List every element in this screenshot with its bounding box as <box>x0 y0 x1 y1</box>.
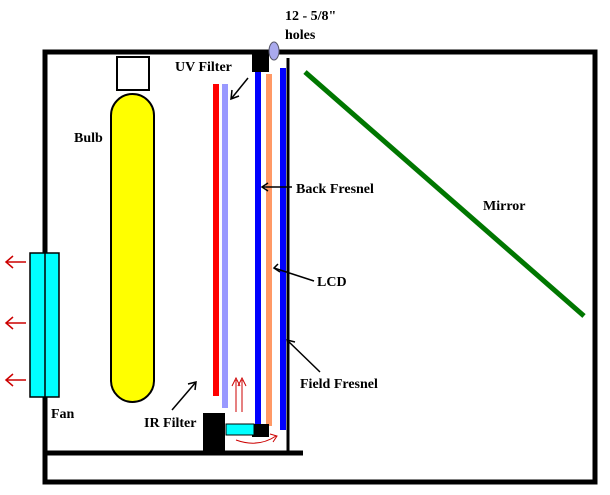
airflow-arrows <box>4 255 26 387</box>
top-mount-block <box>252 53 269 72</box>
arrow-up-icon <box>237 376 247 412</box>
ir-filter <box>213 84 219 396</box>
mirror-label: Mirror <box>483 199 526 214</box>
lcd-label: LCD <box>317 275 347 290</box>
heat-arrows <box>231 376 247 412</box>
bulb-label: Bulb <box>74 131 103 146</box>
holes-label-line2: holes <box>285 28 316 43</box>
field-fresnel-label: Field Fresnel <box>300 377 378 392</box>
hole-marker <box>268 41 280 61</box>
fan-label: Fan <box>51 407 75 422</box>
arrow-left-icon <box>4 316 26 330</box>
bottom-mount-block <box>252 424 269 437</box>
arrow-left-icon <box>4 373 26 387</box>
lcd-panel <box>266 74 272 426</box>
airflow-curve <box>235 435 277 444</box>
uv-filter-label: UV Filter <box>175 60 232 75</box>
arrow-up-icon <box>231 376 241 412</box>
field-fresnel <box>280 68 286 430</box>
bulb <box>110 93 155 403</box>
ir-filter-label: IR Filter <box>144 416 196 431</box>
bulb-socket <box>116 56 150 91</box>
airflow-curve-head <box>269 433 278 443</box>
cyan-duct <box>225 423 255 436</box>
uv-filter <box>222 84 228 408</box>
pointer-arrows <box>171 77 321 411</box>
holes-label-line1: 12 - 5/8" <box>285 9 336 24</box>
back-fresnel <box>255 72 261 428</box>
arrow-left-icon <box>4 255 26 269</box>
ir-filter-base <box>203 413 225 453</box>
back-fresnel-label: Back Fresnel <box>296 182 374 197</box>
mirror <box>303 70 586 318</box>
